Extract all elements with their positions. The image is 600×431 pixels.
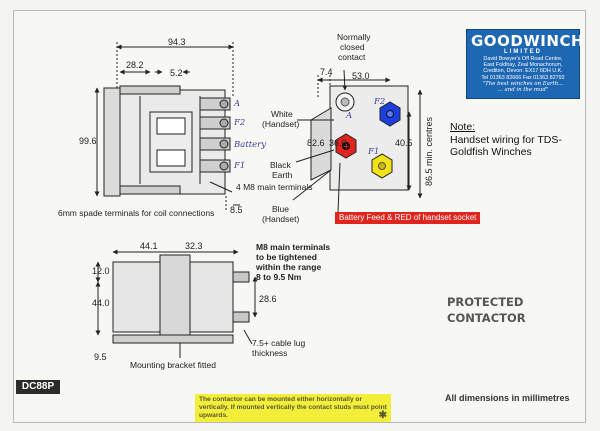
dim-side-width-a: 44.1 — [140, 241, 158, 251]
normally-closed-label-2: closed — [340, 42, 365, 52]
terminal-f2-core — [386, 110, 394, 118]
note-heading: Note: — [450, 121, 476, 133]
socket-label-a: A — [345, 111, 352, 121]
mounting-bracket-label: Mounting bracket fitted — [130, 360, 216, 370]
blue-wire-label-1: Blue — [272, 204, 289, 214]
protected-line-2: CONTACTOR — [447, 311, 526, 325]
battery-feed-label: Battery Feed & RED of handset socket — [335, 212, 481, 224]
normally-closed-contact-core — [340, 97, 350, 107]
logo-tagline-2: ... and in the mud" — [497, 87, 549, 94]
white-wire-label-1: White — [271, 109, 293, 119]
torque-note-line-1: M8 main terminals — [256, 242, 330, 252]
protected-line-1: PROTECTED — [447, 295, 524, 309]
cable-lug-label-2: thickness — [252, 348, 287, 358]
dim-side-top: 12.0 — [92, 266, 110, 276]
black-wire-label-1: Black — [270, 160, 292, 170]
normally-closed-label-1: Normally — [337, 32, 371, 42]
dim-side-height: 44.0 — [92, 298, 110, 308]
dim-socket-width: 53.0 — [352, 71, 370, 81]
terminal-label-a: A — [233, 99, 240, 109]
model-badge: DC88P — [16, 380, 60, 394]
dim-left-offset: 28.2 — [126, 60, 144, 70]
dimensions-unit-note: All dimensions in millimetres — [445, 393, 570, 403]
mounting-note: The contactor can be mounted either hori… — [195, 394, 391, 422]
torque-note-line-4: 8 to 9.5 Nm — [256, 272, 302, 282]
socket-label-f1: F1 — [367, 147, 379, 157]
plus-icon: + — [343, 142, 350, 151]
main-terminals-label: 4 M8 main terminals — [236, 182, 313, 192]
logo-address-3: Crediton, Devon. EX17 6DH U.K. — [483, 68, 563, 75]
handset-wiring-note: Note: Handset wiring for TDS-Goldfish Wi… — [450, 121, 590, 159]
dim-socket-d2: 36.0 — [329, 138, 347, 148]
dim-socket-left: 7.4 — [320, 67, 333, 77]
protected-contactor-heading: PROTECTED CONTACTOR — [447, 294, 567, 326]
logo-address-2: East Foldhay, Zeal Monachorum, — [483, 62, 563, 69]
note-text: Handset wiring for TDS-Goldfish Winches — [450, 133, 562, 159]
dim-spacing: 5.2 — [170, 68, 183, 78]
dim-socket-centres: 86.5 min. centres — [424, 116, 434, 186]
socket-label-f2: F2 — [373, 97, 385, 107]
logo-phone: Tel 01363 82666 Fax 01363 82792 — [481, 74, 565, 81]
dim-side-bottom: 9.5 — [94, 352, 107, 362]
top-view-drawing — [94, 42, 240, 210]
dim-socket-d1: 82.6 — [307, 138, 325, 148]
spade-terminals-label: 6mm spade terminals for coil connections — [58, 208, 214, 218]
goodwinch-logo: GOODWINCH LIMITED David Bowyer's Off Roa… — [466, 29, 585, 99]
logo-address-1: David Bowyer's Off Road Centre, — [483, 56, 563, 62]
black-wire-label-2: Earth — [272, 170, 293, 180]
dim-terminal-offset: 8.5 — [230, 205, 243, 215]
logo-subtitle: LIMITED — [504, 49, 542, 55]
terminal-label-f2: F2 — [233, 118, 245, 128]
dim-socket-height: 40.5 — [395, 138, 413, 148]
dim-overall-width: 94.3 — [168, 37, 186, 47]
dim-side-width-b: 32.3 — [185, 241, 203, 251]
torque-note-line-3: within the range — [255, 262, 321, 272]
torque-note-line-2: to be tightened — [256, 252, 317, 262]
terminal-label-battery: Battery — [233, 140, 266, 150]
blue-wire-label-2: (Handset) — [262, 214, 299, 224]
dim-side-terminal-spacing: 28.6 — [259, 294, 277, 304]
cable-lug-label-1: 7.5+ cable lug — [252, 338, 305, 348]
logo-tagline-1: "The best winches on Earth... — [482, 80, 564, 87]
mounting-note-text: The contactor can be mounted either hori… — [199, 396, 387, 419]
battery-socket-icon — [342, 142, 350, 150]
spider-icon: ✱ — [378, 410, 387, 422]
terminal-f1-core — [378, 162, 386, 170]
normally-closed-label-3: contact — [338, 52, 366, 62]
terminal-label-f1: F1 — [233, 161, 245, 171]
white-wire-label-2: (Handset) — [262, 119, 299, 129]
side-view-drawing — [95, 249, 258, 358]
dim-height: 99.6 — [79, 136, 97, 146]
logo-title: GOODWINCH — [471, 32, 585, 50]
